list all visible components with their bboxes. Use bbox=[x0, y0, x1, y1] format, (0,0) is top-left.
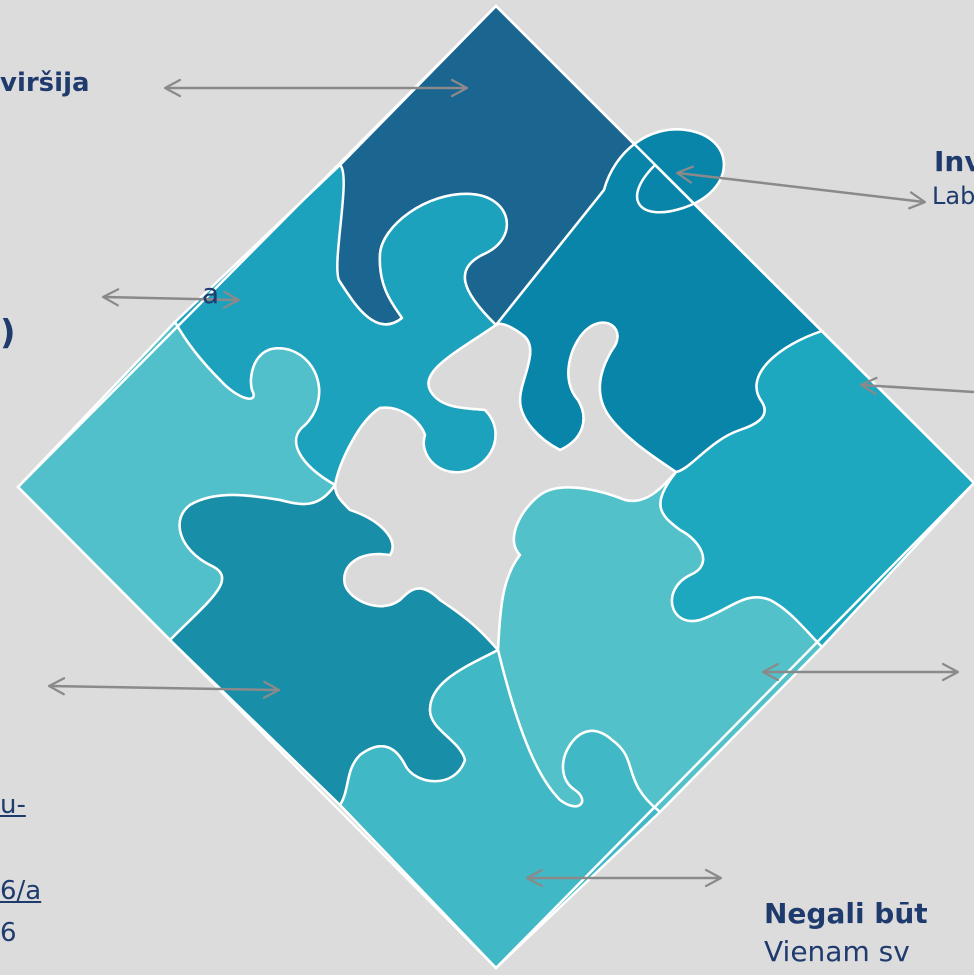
link-line-1[interactable]: u- bbox=[0, 790, 26, 820]
arrows bbox=[47, 78, 974, 888]
upper-left-fragment-a: a bbox=[202, 277, 220, 310]
puzzle-pieces bbox=[16, 4, 974, 970]
link-line-2[interactable]: 6/a bbox=[0, 876, 42, 906]
arrow-left-lower bbox=[47, 677, 281, 699]
upper-left-fragment-b: ) bbox=[0, 313, 16, 353]
puzzle-piece-bottom bbox=[338, 648, 662, 970]
puzzle-outline bbox=[16, 4, 974, 970]
arrow-right-middle bbox=[859, 376, 974, 395]
right-title: Inv bbox=[934, 145, 974, 178]
bottom-title: Negali būt bbox=[764, 897, 928, 930]
arrow-left-upper bbox=[101, 288, 241, 309]
top-left-title: viršija bbox=[0, 68, 90, 98]
arrow-right-upper bbox=[675, 165, 927, 210]
right-subtitle: Lab bbox=[932, 182, 974, 210]
link-line-3: 6 bbox=[0, 918, 17, 948]
outer-diamond-outline bbox=[16, 4, 974, 970]
bottom-subtitle: Vienam sv bbox=[764, 935, 910, 968]
